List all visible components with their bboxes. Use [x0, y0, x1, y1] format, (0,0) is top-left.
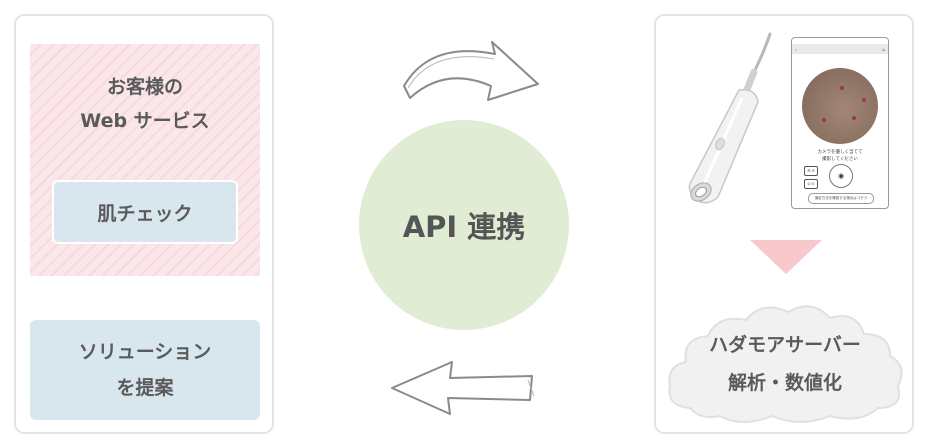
solution-line2: を提案 [116, 377, 174, 399]
texture-mode-button[interactable]: キメ [804, 166, 818, 176]
api-integration-label: API 連携 [402, 210, 526, 244]
solution-box: ソリューション を提案 [30, 320, 260, 420]
skin-check-box: 肌チェック [52, 180, 238, 244]
web-service-box: お客様の Web サービス 肌チェック [30, 44, 260, 276]
camera-icon: ◉ [837, 172, 845, 180]
skin-camera-view [802, 68, 878, 144]
cloud-server-icon [668, 305, 903, 423]
spot-mode-button[interactable]: シミ [804, 179, 818, 189]
phone-status-bar [792, 38, 888, 44]
back-chevron-icon: ‹ [795, 46, 797, 52]
solution-line1: ソリューション [78, 341, 212, 363]
curved-arrow-right-icon [403, 41, 539, 101]
server-label-line2: 解析・数値化 [727, 372, 842, 394]
web-service-title-line2: Web サービス [80, 110, 210, 132]
api-integration-circle: API 連携 [359, 120, 569, 330]
phone-nav-bar: ‹ ⌂ [792, 44, 888, 54]
camera-instruction-line1: カメラを優しく当てて [817, 150, 863, 155]
skin-scope-device-icon [688, 32, 772, 204]
camera-instruction-line2: 撮影してください [822, 157, 858, 162]
home-icon: ⌂ [882, 46, 885, 52]
server-label-line1: ハダモアサーバー [709, 334, 861, 356]
camera-instruction: カメラを優しく当てて 撮影してください [792, 149, 888, 163]
smartphone-app-screen: ‹ ⌂ カメラを優しく当てて 撮影してください キメ シミ ◉ 撮影方法を確認す… [791, 37, 889, 209]
shooting-guide-button[interactable]: 撮影方法を確認する場合はコチラ [808, 193, 874, 204]
client-panel: お客様の Web サービス 肌チェック ソリューション を提案 [14, 14, 274, 434]
web-service-title-line1: お客様の [106, 76, 183, 98]
camera-shutter-button[interactable]: ◉ [829, 164, 853, 188]
down-triangle-icon [750, 240, 822, 274]
server-label: ハダモアサーバー 解析・数値化 [660, 326, 910, 402]
arrow-left-icon [391, 361, 535, 415]
web-service-title: お客様の Web サービス [30, 70, 260, 138]
